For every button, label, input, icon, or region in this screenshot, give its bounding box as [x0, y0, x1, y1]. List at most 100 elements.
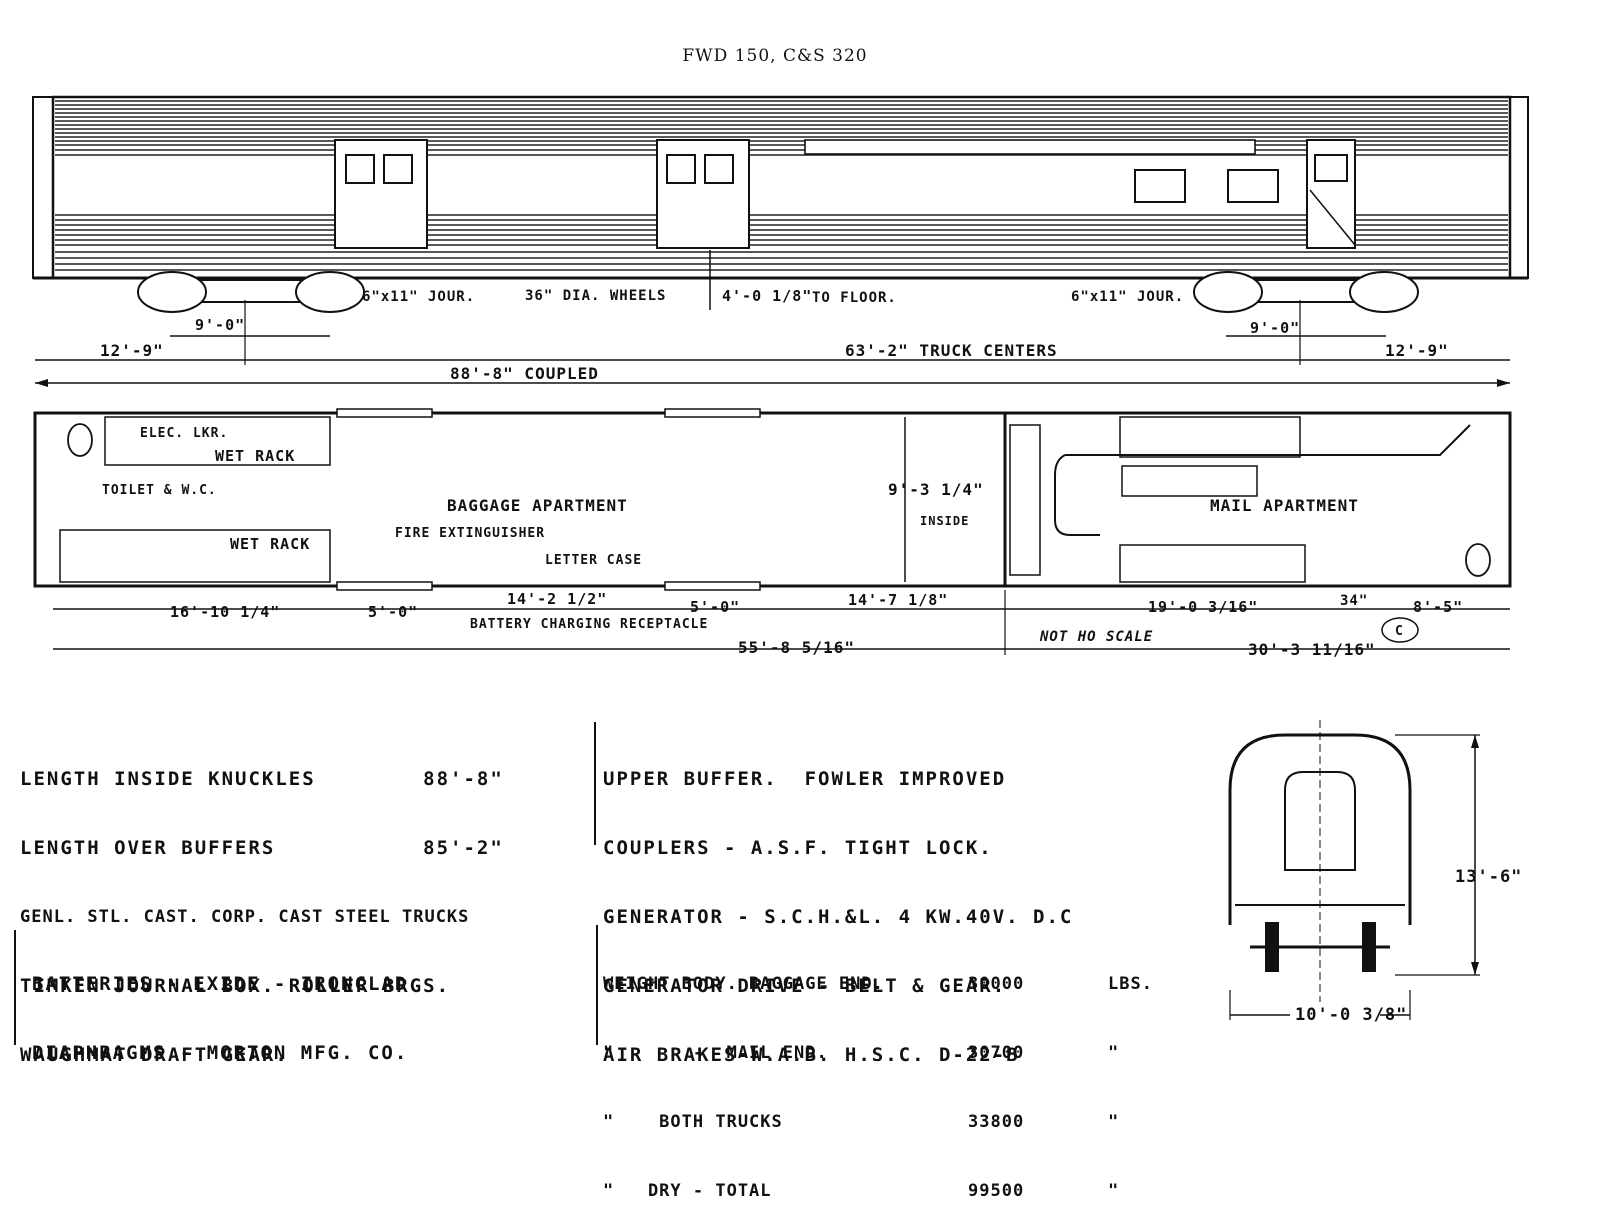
- copyright-mark: [1381, 617, 1419, 643]
- weight-row: " - MAIL END. 30700 ": [603, 1042, 1153, 1065]
- dim-14a-label: 14'-2 1/2": [507, 590, 607, 608]
- weight-unit: LBS.: [1108, 974, 1153, 994]
- width-label: 10'-0 3/8": [1295, 1005, 1407, 1025]
- wet-rack-top: [104, 416, 331, 466]
- wheels-label: 36" DIA. WHEELS: [525, 288, 666, 304]
- specs-left: LENGTH INSIDE KNUCKLES 88'-8" LENGTH OVE…: [20, 722, 504, 1090]
- plan-outline: [33, 411, 1512, 588]
- to-floor-label: TO FLOOR.: [812, 290, 897, 306]
- weights-block: WEIGHT BODY. BAGGAGE END. 30000 LBS. " - M…: [603, 927, 1153, 1226]
- car-diagram: FWD 150, C&S 320: [14, 46, 1529, 1045]
- spec-line: COUPLERS - A.S.F. TIGHT LOCK.: [603, 837, 993, 859]
- spec-line: AIR BRAKES-W.A.B. H.S.C. D-22-B: [603, 1044, 1020, 1066]
- mail-counter: [1054, 424, 1471, 536]
- specs-right: UPPER BUFFER. FOWLER IMPROVED COUPLERS -…: [603, 722, 1073, 1090]
- floor-plan: ELEC. LKR. WET RACK TOILET & W.C. BAGGAG…: [33, 408, 1512, 659]
- letter-board: [804, 139, 1256, 155]
- lower-fluting: [55, 214, 1508, 271]
- inside-width-label: 9'-3 1/4": [888, 480, 984, 499]
- left-truck: [137, 271, 365, 313]
- mail-rack-top: [1119, 416, 1301, 458]
- door-2-window-a: [666, 154, 696, 184]
- mail-rack-bottom: [1119, 544, 1306, 583]
- diagram-title: FWD 150, C&S 320: [682, 46, 867, 66]
- toilet: [67, 423, 93, 457]
- end-door-window: [1314, 154, 1348, 182]
- weight-value: 30700: [968, 1043, 1025, 1063]
- spec-line: LENGTH OVER BUFFERS 85'-2": [20, 837, 504, 859]
- copyright-label: C: [1395, 624, 1404, 639]
- weight-value: 30000: [968, 974, 1025, 994]
- spec-line: TIMKEN JOURNAL BOX. ROLLER BRGS.: [20, 975, 451, 997]
- spec-line: GENERATOR DRIVE - BELT & GEAR.: [603, 975, 1007, 997]
- left-end-post: [32, 96, 54, 279]
- weight-label: " - MAIL END.: [603, 1043, 828, 1063]
- dim-8-label: 8'-5": [1413, 598, 1463, 616]
- batteries-block: BATTERIES - EXIDE - IRONCLAD DIAPHRAGMS …: [32, 927, 408, 1088]
- dim-34-label: 34": [1340, 593, 1368, 609]
- wet-rack-bottom-label: WET RACK: [230, 535, 310, 553]
- inside-label: INSIDE: [920, 514, 969, 528]
- spec-line: BATTERIES - EXIDE - IRONCLAD: [32, 973, 409, 995]
- dim-16-label: 16'-10 1/4": [170, 603, 280, 621]
- dim-5b-label: 5'-0": [690, 598, 740, 616]
- wheelbase-left-label: 9'-0": [195, 316, 245, 334]
- weight-label: " BOTH TRUCKS: [603, 1112, 783, 1132]
- baggage-door-2: [656, 139, 750, 249]
- dim-19-label: 19'-0 3/16": [1148, 598, 1258, 616]
- mail-window-b: [1227, 169, 1279, 203]
- spec-line: UPPER BUFFER. FOWLER IMPROVED: [603, 768, 1007, 790]
- dim-14b-label: 14'-7 1/8": [848, 591, 948, 609]
- wet-rack-top-label: WET RACK: [215, 447, 295, 465]
- mail-window-a: [1134, 169, 1186, 203]
- door-2-window-b: [704, 154, 734, 184]
- battery-label: BATTERY CHARGING RECEPTACLE: [470, 617, 708, 632]
- overhang-left-label: 12'-9": [100, 341, 164, 360]
- mail-toilet: [1465, 543, 1491, 577]
- right-end-post: [1509, 96, 1529, 279]
- weight-label: " DRY - TOTAL: [603, 1181, 772, 1201]
- mail-label: MAIL APARTMENT: [1210, 496, 1359, 515]
- spec-line: LENGTH INSIDE KNUCKLES 88'-8": [20, 768, 504, 790]
- end-view: 13'-6" 10'-0 3/8": [1228, 720, 1522, 1026]
- right-truck: [1193, 271, 1419, 313]
- wet-rack-bottom: [59, 529, 331, 583]
- mail-len-label: 30'-3 11/16": [1248, 640, 1376, 659]
- weight-row: " BOTH TRUCKS 33800 ": [603, 1111, 1153, 1134]
- weight-unit: ": [1108, 1043, 1120, 1063]
- elec-lkr-label: ELEC. LKR.: [140, 426, 228, 441]
- weight-unit: ": [1108, 1181, 1120, 1201]
- weight-row: WEIGHT BODY. BAGGAGE END. 30000 LBS.: [603, 973, 1153, 996]
- weight-row: " DRY - TOTAL 99500 ": [603, 1180, 1153, 1203]
- end-door-outline: [1284, 771, 1356, 871]
- toilet-label: TOILET & W.C.: [102, 483, 217, 498]
- floor-height-label: 4'-0 1/8": [722, 287, 812, 305]
- truck-centers-label: 63'-2" TRUCK CENTERS: [845, 341, 1058, 360]
- door-1-window-a: [345, 154, 375, 184]
- weight-value: 99500: [968, 1181, 1025, 1201]
- weight-unit: ": [1108, 1112, 1120, 1132]
- not-ho-label: NOT HO SCALE: [1039, 629, 1153, 645]
- wheelbase-right-label: 9'-0": [1250, 319, 1300, 337]
- height-label: 13'-6": [1455, 867, 1522, 887]
- mail-table: [1121, 465, 1258, 497]
- baggage-label: BAGGAGE APARTMENT: [447, 496, 628, 515]
- fire-ext-label: FIRE EXTINGUISHER: [395, 526, 545, 541]
- coupled-label: 88'-8" COUPLED: [450, 364, 599, 383]
- end-door-step: [1309, 189, 1356, 246]
- journal-right-label: 6"x11" JOUR.: [1071, 289, 1184, 305]
- roof-fluting: [55, 100, 1508, 156]
- mail-end-cases: [1009, 424, 1041, 576]
- spec-line: DIAPHRAGMS - MORTON MFG. CO.: [32, 1042, 409, 1064]
- spec-line: GENL. STL. CAST. CORP. CAST STEEL TRUCKS: [20, 907, 470, 927]
- side-elevation: 6"x11" JOUR. 36" DIA. WHEELS 4'-0 1/8" T…: [32, 95, 1529, 387]
- door-1-window-b: [383, 154, 413, 184]
- letter-case-label: LETTER CASE: [545, 553, 642, 568]
- spec-line: GENERATOR - S.C.H.&L. 4 KW.40V. D.C: [603, 906, 1074, 928]
- baggage-len-label: 55'-8 5/16": [738, 638, 855, 657]
- dim-5a-label: 5'-0": [368, 603, 418, 621]
- overhang-right-label: 12'-9": [1385, 341, 1449, 360]
- weight-value: 33800: [968, 1112, 1025, 1132]
- weight-label: WEIGHT BODY. BAGGAGE END.: [603, 974, 884, 994]
- car-body: [51, 95, 1512, 280]
